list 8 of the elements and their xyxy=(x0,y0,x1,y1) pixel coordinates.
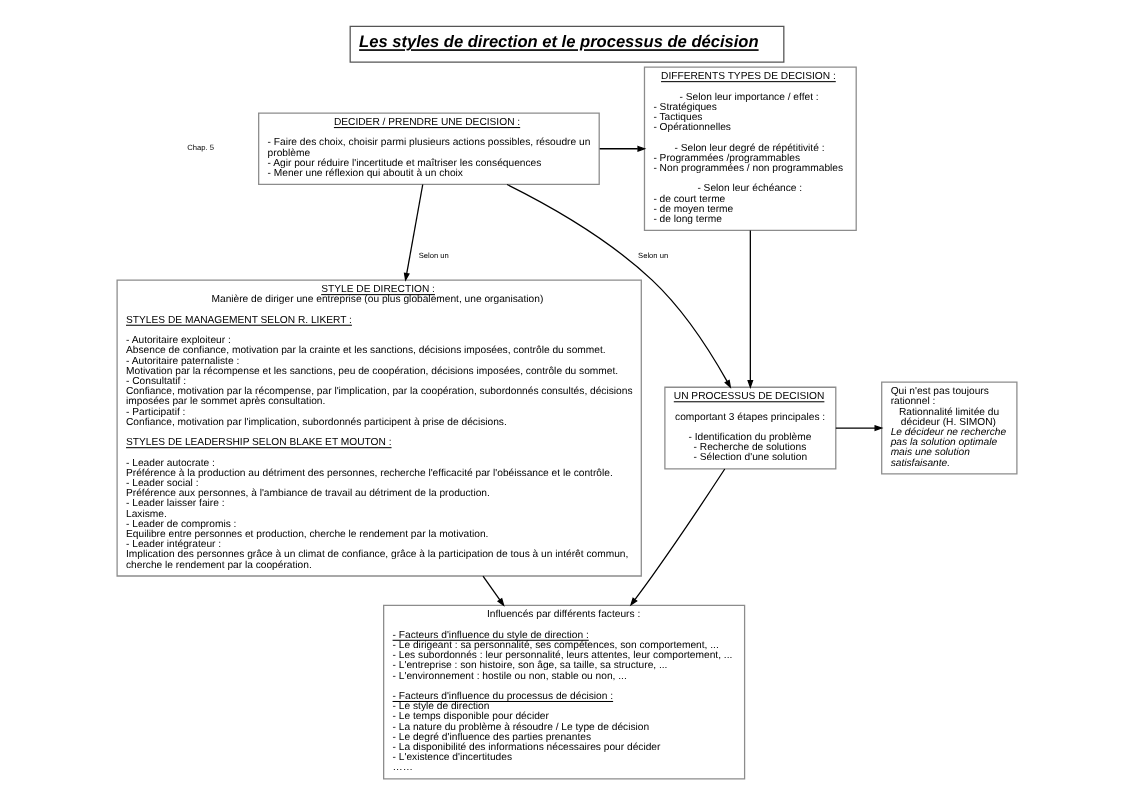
diagram-title: Les styles de direction et le processus de décision xyxy=(358,31,758,52)
arrow xyxy=(402,183,423,282)
arrow xyxy=(746,229,753,389)
arrow xyxy=(628,468,725,607)
arrow xyxy=(834,424,883,432)
arrow xyxy=(505,183,731,389)
arrow xyxy=(481,575,504,607)
arrow xyxy=(598,145,646,152)
